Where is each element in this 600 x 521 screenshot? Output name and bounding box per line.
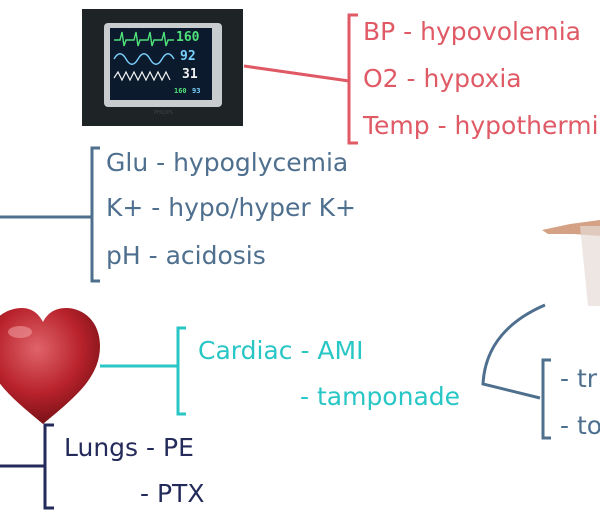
lungs-line-ptx: - PTX xyxy=(140,479,205,508)
cardiac-bracket xyxy=(176,326,186,416)
vitals-line-o2: O2 - hypoxia xyxy=(363,64,522,93)
monitor-vital-small-1: 160 xyxy=(174,87,187,95)
right-line-1: - tr xyxy=(560,364,598,393)
body-figure-image xyxy=(542,220,600,306)
monitor-vital-rr: 31 xyxy=(182,67,198,82)
monitor-vital-small-2: 93 xyxy=(192,87,201,95)
monitor-vital-spo2: 92 xyxy=(180,49,196,64)
monitor-waveforms xyxy=(113,31,175,82)
metabolic-line-k: K+ - hypo/hyper K+ xyxy=(106,193,356,222)
cardiac-line-ami: Cardiac - AMI xyxy=(198,336,364,365)
patient-monitor-photo: 160 92 31 160 93 PHILIPS xyxy=(82,9,243,126)
vitals-line-bp: BP - hypovolemia xyxy=(363,17,581,46)
monitor-vital-hr: 160 xyxy=(176,30,200,45)
vitals-line-temp: Temp - hypothermia xyxy=(363,111,600,140)
right-connector xyxy=(481,303,546,400)
metabolic-bracket xyxy=(90,146,100,283)
right-bracket xyxy=(541,358,551,440)
metabolic-line-ph: pH - acidosis xyxy=(106,241,266,270)
metabolic-line-glu: Glu - hypoglycemia xyxy=(106,148,349,177)
heart-icon xyxy=(0,308,100,424)
vitals-connector xyxy=(243,64,350,83)
lungs-bracket xyxy=(43,423,54,510)
vitals-bracket xyxy=(347,13,358,145)
lungs-line-pe: Lungs - PE xyxy=(64,433,194,462)
cardiac-line-tamponade: - tamponade xyxy=(300,382,461,411)
right-line-2: - to xyxy=(560,411,600,440)
monitor-screen: 160 92 31 160 93 xyxy=(110,28,212,100)
monitor-brand-label: PHILIPS xyxy=(154,110,173,116)
